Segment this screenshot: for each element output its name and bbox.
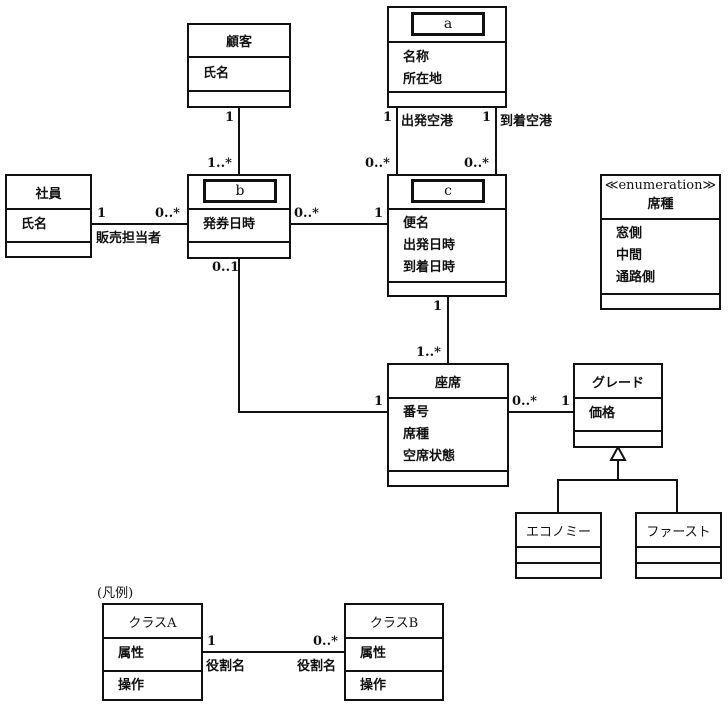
class-name: 席種 — [647, 197, 674, 212]
class-customer: 顧客 氏名 — [187, 23, 291, 108]
mult-b-seat-b-end: 0..1 — [212, 260, 240, 275]
role-sales-rep: 販売担当者 — [96, 231, 162, 246]
attribute: 所在地 — [403, 72, 443, 87]
mult-seat-grade-seat-end: 0..* — [512, 394, 537, 409]
legend-role-1: 役割名 — [206, 659, 246, 674]
class-c: c 便名 出発日時 到着日時 — [387, 174, 507, 297]
mult-c-seat-c-end: 1 — [433, 299, 443, 314]
enum-literal: 窓側 — [616, 226, 643, 241]
legend-mult-1: 1 — [207, 634, 217, 649]
blank-b: b — [203, 179, 277, 203]
legend-class-b: クラスB 属性 操作 — [344, 603, 444, 701]
attribute: 属性 — [360, 646, 387, 661]
mult-seat-grade-grade-end: 1 — [561, 394, 571, 409]
attribute: 席種 — [403, 427, 430, 442]
class-name: ファースト — [637, 514, 720, 548]
class-name: グレード — [575, 365, 661, 399]
attribute: 発券日時 — [203, 217, 256, 232]
mult-a-departure: 1 — [383, 110, 393, 125]
attribute: 出発日時 — [403, 238, 456, 253]
class-first: ファースト — [635, 512, 722, 579]
enum-literal: 中間 — [616, 248, 643, 263]
mult-c-departure: 0..* — [365, 156, 390, 171]
class-economy: エコノミー — [515, 512, 602, 579]
enum-literal: 通路側 — [616, 270, 656, 285]
role-departure-airport: 出発空港 — [401, 114, 454, 129]
attribute: 名称 — [403, 50, 430, 65]
attribute: 空席状態 — [403, 449, 456, 464]
attribute: 便名 — [403, 216, 430, 231]
class-name: クラスA — [104, 605, 201, 639]
operation: 操作 — [118, 678, 145, 693]
class-name: クラスB — [346, 605, 442, 639]
mult-b-c-c-end: 1 — [374, 206, 384, 221]
class-name: エコノミー — [517, 514, 600, 548]
class-name: 座席 — [389, 365, 507, 399]
stereotype: ≪enumeration≫ — [604, 178, 717, 193]
attribute: 氏名 — [203, 66, 230, 81]
attribute: 氏名 — [21, 217, 48, 232]
attribute: 価格 — [589, 406, 616, 421]
mult-b-seat-seat-end: 1 — [374, 394, 384, 409]
mult-a-arrival: 1 — [482, 110, 492, 125]
generalization-branches — [557, 479, 678, 513]
assoc-b-seat — [238, 258, 389, 413]
class-name: 顧客 — [189, 25, 289, 58]
attribute: 属性 — [118, 646, 145, 661]
class-name: 社員 — [7, 176, 90, 210]
class-a: a 名称 所在地 — [387, 6, 507, 108]
legend-mult-2: 0..* — [313, 634, 338, 649]
blank-c: c — [411, 179, 485, 203]
mult-b-end-employee: 0..* — [155, 206, 180, 221]
mult-b-end-customer: 1..* — [207, 156, 232, 171]
mult-customer-end: 1 — [225, 110, 235, 125]
class-seat: 座席 番号 席種 空席状態 — [387, 363, 509, 487]
blank-a: a — [411, 12, 485, 36]
attribute: 番号 — [403, 405, 430, 420]
role-arrival-airport: 到着空港 — [500, 114, 553, 129]
legend-class-a: クラスA 属性 操作 — [102, 603, 203, 701]
legend-title: (凡例) — [97, 586, 134, 601]
legend-role-2: 役割名 — [297, 659, 337, 674]
class-employee: 社員 氏名 — [5, 174, 92, 258]
generalization-arrow-icon — [609, 444, 627, 461]
class-grade: グレード 価格 — [573, 363, 663, 448]
mult-c-arrival: 0..* — [464, 156, 489, 171]
operation: 操作 — [360, 678, 387, 693]
attribute: 到着日時 — [403, 260, 456, 275]
mult-b-c-b-end: 0..* — [294, 206, 319, 221]
mult-c-seat-seat-end: 1..* — [416, 345, 441, 360]
class-b: b 発券日時 — [187, 174, 291, 259]
mult-employee-end: 1 — [97, 206, 107, 221]
enum-seat-type: ≪enumeration≫ 席種 窓側 中間 通路側 — [600, 174, 721, 310]
